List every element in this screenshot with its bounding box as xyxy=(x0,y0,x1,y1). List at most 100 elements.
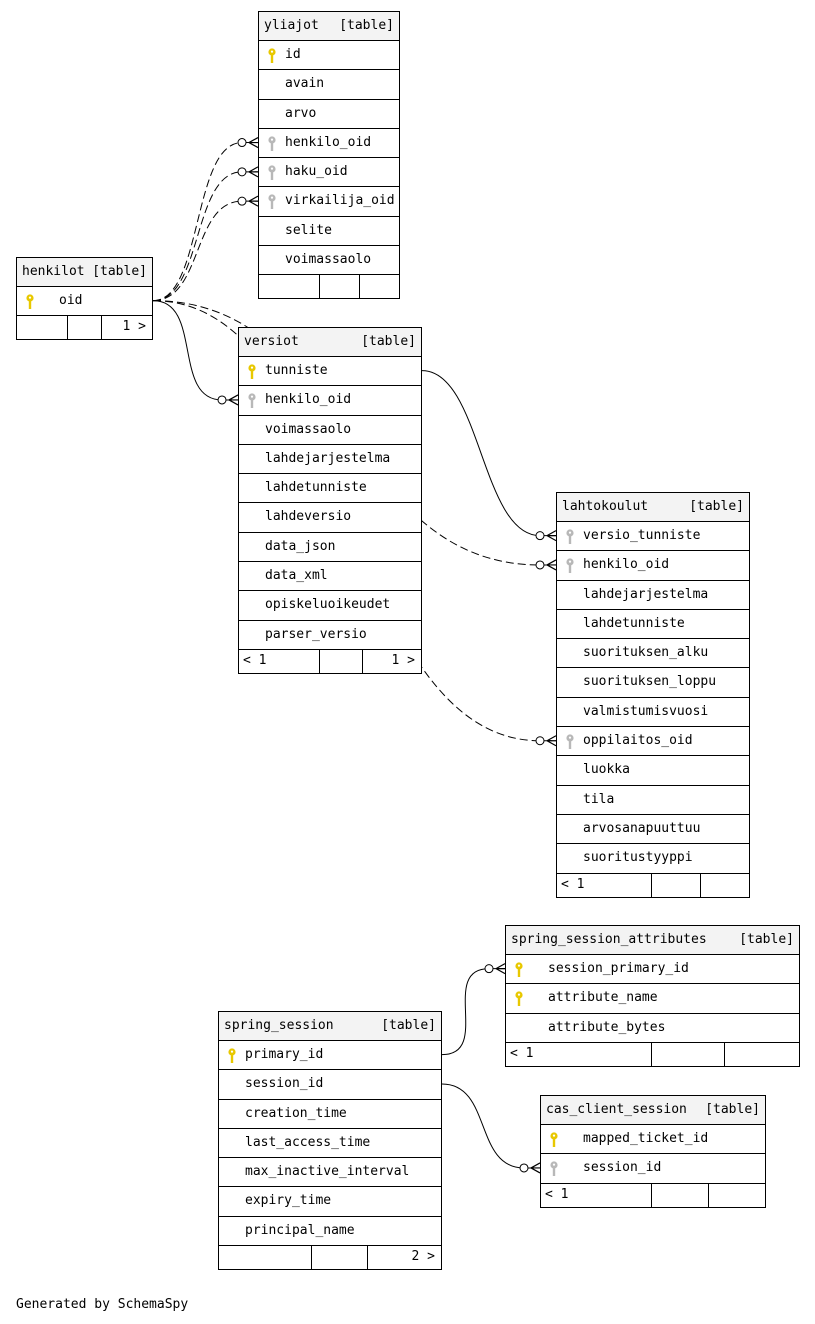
table-name: lahtokoulut xyxy=(562,499,649,514)
column-name: opiskeluoikeudet xyxy=(265,597,391,613)
foreign-key-icon xyxy=(566,734,574,750)
column-row: session_primary_id xyxy=(506,955,799,985)
optional-end-marker xyxy=(519,1163,529,1173)
column-name: primary_id xyxy=(245,1047,324,1062)
table-header: henkilot[table] xyxy=(17,258,152,287)
column-row: versio_tunniste xyxy=(557,522,749,552)
column-name: last_access_time xyxy=(245,1134,371,1150)
column-row: henkilo_oid xyxy=(557,551,749,581)
column-name: oppilaitos_oid xyxy=(583,733,693,749)
column-row: opiskeluoikeudet xyxy=(239,591,421,621)
relationship-line xyxy=(152,200,258,302)
table-header: spring_session [table] xyxy=(219,1012,441,1041)
column-name: max_inactive_interval xyxy=(245,1164,410,1180)
table-cas-client-session[interactable]: cas_client_session[table]mapped_ticket_i… xyxy=(540,1095,766,1208)
column-name: tila xyxy=(583,791,615,807)
column-name: suorituksen_loppu xyxy=(583,674,717,690)
column-name: parser_versio xyxy=(265,626,367,642)
footer-cell xyxy=(652,873,701,897)
column-row: lahdetunniste xyxy=(239,474,421,504)
column-name: lahdeversio xyxy=(265,509,352,525)
footer-cell xyxy=(239,649,320,673)
crows-foot-marker xyxy=(530,1162,541,1174)
column-row: parser_versio xyxy=(239,621,421,650)
table-footer: < 1 xyxy=(557,873,749,897)
primary-key-icon xyxy=(26,294,34,309)
column-row: lahdetunniste xyxy=(557,610,749,640)
column-name: henkilo_oid xyxy=(285,134,372,150)
crows-foot-marker xyxy=(248,137,259,149)
table-type-label: [table] xyxy=(381,1018,436,1033)
column-name: virkailija_oid xyxy=(285,193,395,209)
table-header: versiot[table] xyxy=(239,328,421,357)
table-name: henkilot xyxy=(22,264,85,279)
foreign-key-icon xyxy=(268,194,276,210)
table-header: spring_session_attributes[table] xyxy=(506,926,799,955)
column-row: data_json xyxy=(239,533,421,563)
column-row: haku_oid xyxy=(259,158,399,188)
child-count: 1 > xyxy=(391,652,415,668)
relationship-line xyxy=(152,142,258,302)
column-row: session_id xyxy=(541,1154,765,1184)
table-header: yliajot[table] xyxy=(259,12,399,41)
column-name: arvosanapuuttuu xyxy=(583,820,701,836)
foreign-key-icon xyxy=(248,393,256,409)
column-row: henkilo_oid xyxy=(239,386,421,416)
optional-end-marker xyxy=(484,964,494,974)
crows-foot-marker xyxy=(248,166,259,178)
table-spring-session-attributes[interactable]: spring_session_attributes[table]session_… xyxy=(505,925,800,1067)
column-name: data_json xyxy=(265,538,336,554)
table-type-label: [table] xyxy=(705,1102,760,1117)
column-name: voimassaolo xyxy=(285,252,372,268)
primary-key-icon xyxy=(515,962,523,977)
crows-foot-marker xyxy=(546,559,557,571)
column-row: tila xyxy=(557,786,749,815)
column-row: last_access_time xyxy=(219,1129,441,1159)
optional-end-marker xyxy=(535,531,545,541)
column-row: principal_name xyxy=(219,1217,441,1247)
foreign-key-icon xyxy=(566,558,574,574)
column-row: tunniste xyxy=(239,357,421,387)
footer-cell xyxy=(68,316,102,340)
table-name: versiot xyxy=(244,334,299,349)
column-name: valmistumisvuosi xyxy=(583,703,709,719)
column-row: mapped_ticket_id xyxy=(541,1125,765,1155)
column-row: lahdejarjestelma xyxy=(239,445,421,475)
column-name: session_id xyxy=(245,1076,324,1092)
column-row: id xyxy=(259,41,399,71)
footer-cell xyxy=(652,1183,709,1207)
primary-key-icon xyxy=(248,364,256,379)
column-row: virkailija_oid xyxy=(259,187,399,217)
footer-cell xyxy=(557,873,652,897)
relationship-line xyxy=(441,1083,540,1169)
optional-end-marker xyxy=(535,736,545,746)
foreign-key-icon xyxy=(550,1161,558,1177)
footer-cell xyxy=(312,1246,368,1270)
child-count: 1 > xyxy=(122,319,146,335)
crows-foot-marker xyxy=(248,195,259,207)
relationship-line xyxy=(152,171,258,302)
parent-count: < 1 xyxy=(243,652,267,668)
column-name: henkilo_oid xyxy=(583,557,670,573)
crows-foot-marker xyxy=(228,394,239,406)
parent-count: < 1 xyxy=(561,876,585,892)
column-row: luokka xyxy=(557,756,749,786)
column-name: data_xml xyxy=(265,568,328,584)
column-name: selite xyxy=(285,222,332,238)
table-name: spring_session xyxy=(224,1018,334,1033)
column-row: suorituksen_loppu xyxy=(557,668,749,698)
table-spring-session[interactable]: spring_session [table] primary_id session_i… xyxy=(218,1011,442,1271)
column-row: suoritustyyppi xyxy=(557,844,749,874)
parent-count: < 1 xyxy=(510,1045,534,1061)
footer-cell xyxy=(652,1042,725,1066)
footer-cell xyxy=(360,275,399,298)
column-name: id xyxy=(285,47,301,62)
table-footer xyxy=(259,275,399,299)
column-name: suoritustyyppi xyxy=(583,850,693,866)
column-name: expiry_time xyxy=(245,1193,332,1209)
column-row: voimassaolo xyxy=(259,246,399,276)
